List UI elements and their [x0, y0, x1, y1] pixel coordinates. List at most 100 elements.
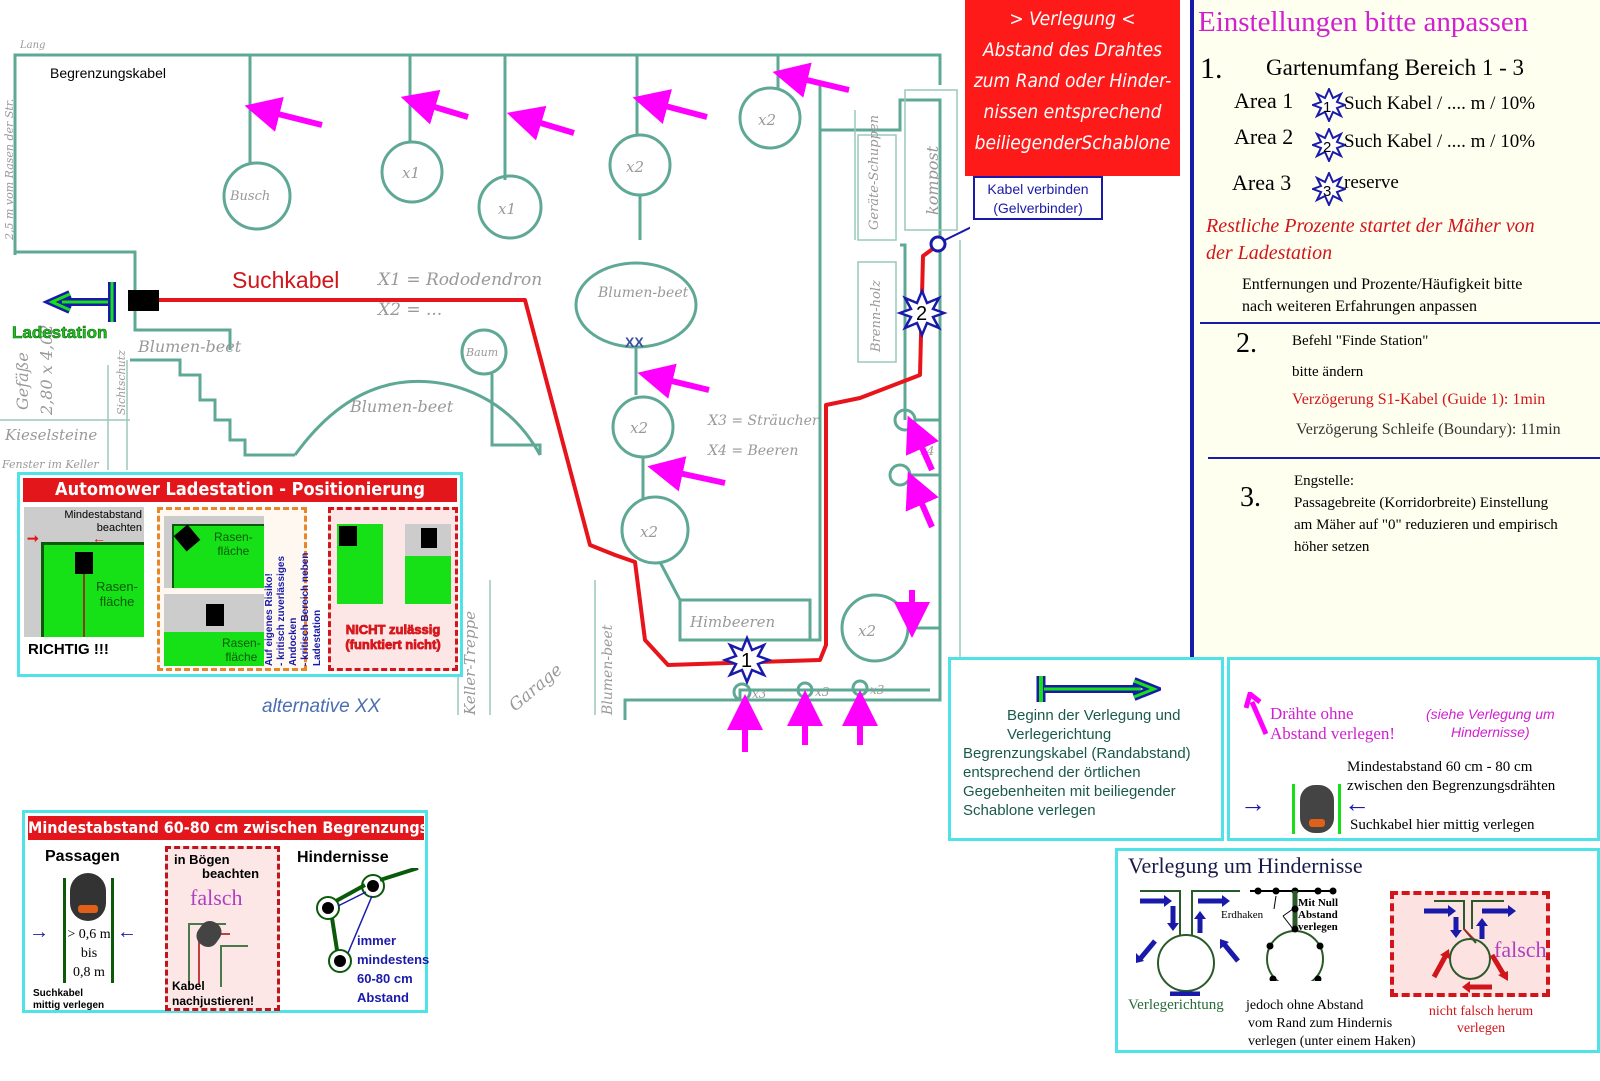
gel-connector	[929, 235, 947, 253]
svg-text:kompost: kompost	[923, 145, 942, 215]
kompost: kompost	[904, 89, 958, 231]
banner-line: Abstand des Drahtes	[982, 39, 1163, 61]
svg-text:x2: x2	[758, 111, 776, 129]
banner-line: beiliegenderSchablone	[974, 132, 1171, 154]
area-marker-1: 1	[721, 634, 773, 686]
callout-line: Kabel verbinden	[987, 181, 1089, 197]
area-label: Area 2	[1234, 124, 1294, 149]
area-text: reserve	[1344, 172, 1399, 193]
arrow-right-icon: ➞	[27, 530, 39, 546]
tree-baum: Baum	[460, 328, 542, 455]
callout-line: (Gelverbinder)	[993, 200, 1083, 216]
section2-line2: bitte ändern	[1292, 364, 1364, 380]
wire-line	[1338, 784, 1341, 834]
area-marker-2: 2	[896, 287, 948, 339]
station-direction-arrow	[42, 282, 116, 322]
svg-text:1: 1	[741, 650, 752, 672]
svg-text:Blumen-beet: Blumen-beet	[349, 397, 454, 416]
svg-text:X1 = Rododendron: X1 = Rododendron	[376, 270, 542, 290]
arrow-x4-b	[905, 471, 939, 529]
station-positioning-panel: Automower Ladestation - Positionierung M…	[17, 472, 463, 677]
area-text: Such Kabel / .... m / 10%	[1344, 131, 1536, 152]
adjust-note-line2: nach weiteren Erfahrungen anpassen	[1242, 298, 1477, 315]
laying-instruction-banner: > Verlegung < Abstand des Drahtes zum Ra…	[965, 0, 1180, 176]
section2-line1: Befehl "Finde Station"	[1292, 333, 1429, 349]
guide-delay-setting: Verzögerung S1-Kabel (Guide 1): 1min	[1292, 391, 1546, 408]
arrow-busch	[244, 96, 323, 132]
connect-cable-callout: Kabel verbinden (Gelverbinder)	[973, 176, 1103, 220]
wire-line	[111, 878, 114, 983]
boundary-cable-label: Begrenzungskabel	[50, 65, 166, 81]
section3-text: Engstelle: Passagebreite (Korridorbreite…	[1294, 470, 1558, 558]
svg-text:x3: x3	[752, 687, 767, 701]
arrow-left-icon: ←	[92, 530, 106, 546]
section3-line: Engstelle:	[1294, 473, 1354, 489]
arrow-right-icon: →	[1240, 788, 1266, 818]
adjust-note-line1: Entfernungen und Prozente/Häufigkeit bit…	[1242, 276, 1523, 293]
magenta-arrow-icon	[1244, 692, 1269, 736]
svg-text:alternative XX: alternative XX	[262, 696, 382, 717]
svg-text:X4 = Beeren: X4 = Beeren	[707, 443, 798, 459]
obstacle-panel-title: Verlegung um Hindernisse	[1128, 853, 1363, 878]
arrow-left-icon: ←	[117, 921, 137, 943]
svg-text:Sichtschutz: Sichtschutz	[115, 350, 128, 415]
section-number: 2.	[1236, 328, 1257, 359]
star-3-icon: 3	[1312, 172, 1346, 206]
tree-x1-b: x1	[477, 55, 543, 240]
banner-line: > Verlegung <	[1009, 8, 1136, 30]
tree-x2-top: x2	[608, 55, 672, 240]
arrow-left-icon: ←	[1344, 788, 1370, 818]
guide-cable-label: Suchkabel	[232, 267, 339, 293]
svg-text:Blumen-beet: Blumen-beet	[600, 624, 616, 716]
wire-line	[63, 878, 66, 983]
svg-text:Lang: Lang	[19, 40, 45, 51]
section1-heading: Gartenumfang Bereich 1 - 3	[1266, 55, 1525, 80]
arrow-x1a	[400, 89, 469, 125]
min-distance-title: Mindestabstand 60-80 cm zwischen Begrenz…	[28, 816, 424, 840]
svg-text:X3 = Sträucher: X3 = Sträucher	[707, 413, 820, 429]
svg-text:Gefäße: Gefäße	[13, 352, 32, 410]
banner-line: nissen entsprechend	[983, 101, 1162, 123]
correct-label: RICHTIG !!!	[28, 641, 109, 658]
svg-text:3: 3	[1323, 183, 1331, 200]
section-number: 1.	[1200, 52, 1223, 85]
arrow-x4-a	[905, 415, 939, 472]
svg-text:X2 = ...: X2 = ...	[376, 300, 442, 320]
divider	[1200, 322, 1600, 324]
tree-x2-corner: x2	[738, 55, 802, 150]
not-allowed-example: NICHT zulässig(funktiert nicht)	[328, 507, 458, 671]
arrow-x2-corner	[772, 62, 850, 98]
tree-x2-right: x2	[840, 593, 940, 663]
passages-heading: Passagen	[45, 848, 120, 865]
svg-text:x2: x2	[640, 523, 658, 541]
risk-note: Auf eigenes Risiko!- kritisch zuverlässi…	[264, 552, 323, 666]
area-label: Area 1	[1234, 88, 1294, 113]
svg-text:Himbeeren: Himbeeren	[689, 613, 775, 631]
divider	[1208, 457, 1600, 459]
svg-text:2: 2	[1323, 139, 1331, 156]
section3-line: am Mäher auf "0" reduzieren und empirisc…	[1294, 517, 1558, 533]
svg-text:1: 1	[1323, 99, 1331, 116]
star-2-icon: 2	[1312, 128, 1346, 162]
svg-text:x1: x1	[498, 200, 516, 218]
direction-label: Verlegerichtung	[1128, 997, 1224, 1013]
settings-title: Einstellungen bitte anpassen	[1198, 6, 1529, 38]
risky-example: Rasen-fläche Rasen-fläche Auf eigenes Ri…	[157, 507, 323, 671]
flowerbed-center: Blumen-beet XX	[574, 261, 698, 395]
obstacles-heading: Hindernisse	[297, 849, 389, 866]
min-distance-panel: Mindestabstand 60-80 cm zwischen Begrenz…	[22, 810, 429, 1013]
tree-busch: Busch	[222, 55, 292, 231]
charging-station-label: Ladestation	[12, 323, 107, 342]
svg-text:Baum: Baum	[465, 346, 498, 359]
tree-x1-a: x1	[380, 55, 444, 204]
positioning-title: Automower Ladestation - Positionierung	[23, 478, 457, 502]
